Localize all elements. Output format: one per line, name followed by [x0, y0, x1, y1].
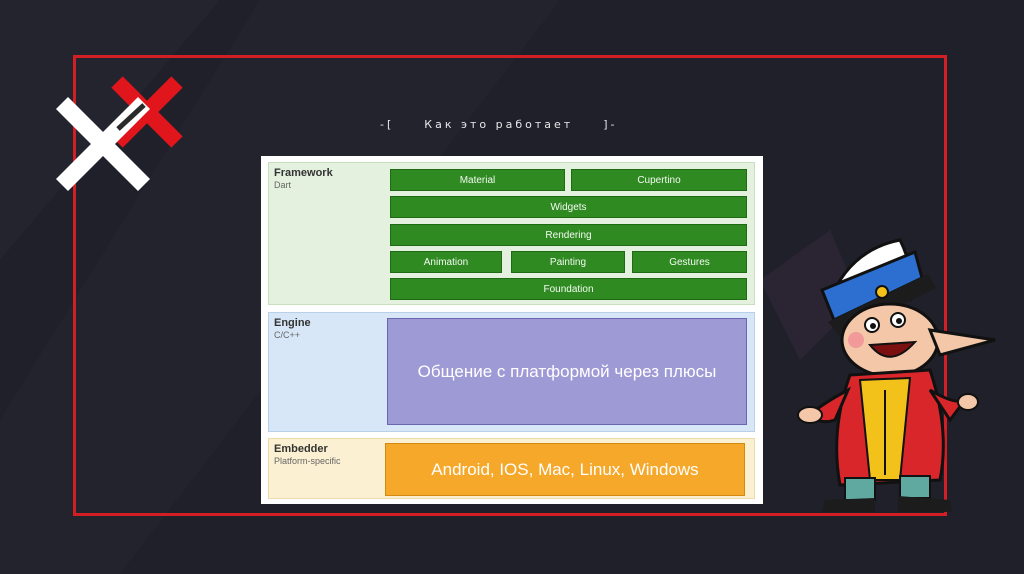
framework-block-cupertino: Cupertino [571, 169, 747, 191]
framework-block-widgets: Widgets [390, 196, 747, 218]
engine-layer-name: Engine [274, 317, 311, 329]
framework-block-foundation: Foundation [390, 278, 747, 300]
title-text: Как это работает [424, 118, 573, 131]
framework-layer-name: Framework [274, 167, 333, 179]
slide-title: -[ Как это работает ]- [380, 118, 650, 138]
engine-layer-subtitle: C/C++ [274, 330, 300, 340]
framework-layer-subtitle: Dart [274, 180, 291, 190]
cross-white-icon [52, 95, 156, 195]
embedder-layer: Embedder Platform-specific Android, IOS,… [268, 438, 755, 499]
embedder-layer-subtitle: Platform-specific [274, 456, 341, 466]
engine-block: Общение с платформой через плюсы [387, 318, 747, 425]
title-bracket-close: ]- [603, 118, 617, 131]
framework-block-material: Material [390, 169, 565, 191]
flutter-architecture-diagram: Framework Dart Material Cupertino Widget… [261, 156, 763, 504]
framework-block-animation: Animation [390, 251, 502, 273]
embedder-block: Android, IOS, Mac, Linux, Windows [385, 443, 745, 496]
embedder-layer-name: Embedder [274, 443, 328, 455]
title-bracket-open: -[ [380, 118, 394, 131]
framework-block-painting: Painting [511, 251, 625, 273]
mascot-illustration [790, 230, 1020, 520]
engine-layer: Engine C/C++ Общение с платформой через … [268, 312, 755, 432]
framework-block-rendering: Rendering [390, 224, 747, 246]
framework-block-gestures: Gestures [632, 251, 747, 273]
framework-layer: Framework Dart Material Cupertino Widget… [268, 162, 755, 305]
